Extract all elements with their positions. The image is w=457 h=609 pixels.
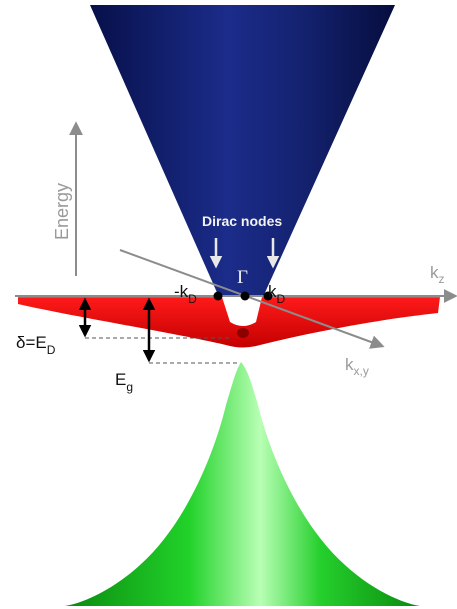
band-touch-point (237, 328, 249, 338)
gamma-label: Γ (237, 267, 248, 288)
dirac-node-left (213, 291, 223, 301)
conduction-band-cone (90, 5, 395, 297)
eg-label: Eg (115, 370, 133, 394)
energy-axis-label: Energy (52, 183, 72, 240)
band-inversion-gap (222, 297, 262, 326)
valence-band-cone (65, 362, 420, 606)
dirac-nodes-label: Dirac nodes (202, 213, 282, 229)
dirac-band-sheet (18, 297, 440, 348)
dirac-node-right (263, 291, 273, 301)
kd-label: kD (268, 282, 286, 306)
gamma-point (240, 291, 250, 301)
kxy-axis (119, 249, 385, 349)
delta-label: δ=ED (16, 333, 56, 357)
minus-kd-label: -kD (174, 282, 197, 306)
kxy-axis-label: kx,y (345, 355, 369, 378)
kz-axis-label: kz (430, 263, 445, 286)
